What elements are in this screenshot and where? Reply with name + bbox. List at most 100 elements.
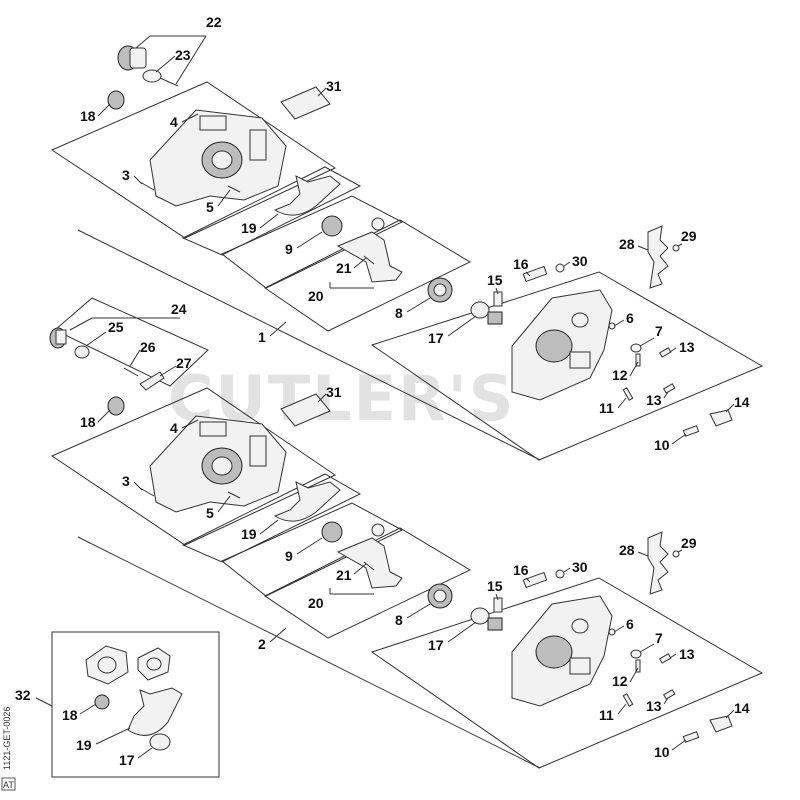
screw-part — [672, 550, 680, 558]
callout-20: 20 — [308, 595, 324, 611]
pin-part — [635, 353, 641, 367]
callout-16: 16 — [513, 256, 529, 272]
dowel-pin-part — [139, 487, 155, 497]
callout-9: 9 — [285, 548, 293, 564]
panel-crankcase-half-bottom — [50, 387, 337, 546]
callout-15: 15 — [487, 272, 503, 288]
chain-catcher-part — [647, 531, 669, 595]
callout-5: 5 — [206, 505, 214, 521]
stud-part — [493, 597, 503, 613]
group-24: 24 25 26 27 — [49, 297, 209, 391]
callout-21: 21 — [336, 567, 352, 583]
top-assembly — [50, 45, 764, 461]
callout-19: 19 — [76, 737, 92, 753]
callout-16: 16 — [513, 562, 529, 578]
bolt-part — [682, 425, 700, 437]
nut-part — [555, 569, 565, 579]
sleeve-part — [630, 343, 642, 353]
bar-stud-part — [522, 265, 548, 283]
o-ring-part — [74, 345, 90, 359]
callout-4: 4 — [170, 114, 178, 130]
callout-11: 11 — [599, 707, 614, 723]
collar-part — [487, 311, 503, 325]
crankcase-half-part — [149, 109, 287, 207]
crankshaft-part — [336, 523, 403, 589]
callout-29: 29 — [681, 535, 697, 551]
callout-2: 2 — [258, 636, 266, 652]
bottom-assembly — [50, 387, 764, 769]
decompression-valve-part — [117, 45, 179, 87]
collar-part — [487, 617, 503, 631]
callout-21: 21 — [336, 260, 352, 276]
callout-17: 17 — [428, 637, 444, 653]
crank-seal-part — [321, 521, 343, 543]
callout-4: 4 — [170, 420, 178, 436]
gasket-part — [273, 175, 341, 216]
callout-31: 31 — [326, 78, 342, 94]
callout-17: 17 — [119, 752, 135, 768]
callout-3: 3 — [122, 167, 130, 183]
panel-gasket-bottom — [181, 473, 362, 563]
bar-stud-part — [522, 571, 548, 589]
panel-crankcase-half-top — [50, 81, 337, 239]
callout-28: 28 — [619, 236, 635, 252]
fitting-part — [709, 715, 733, 733]
leader-main-top — [77, 229, 541, 461]
clip-part — [139, 371, 165, 391]
callout-15: 15 — [487, 578, 503, 594]
callout-32: 32 — [15, 687, 31, 703]
callout-25: 25 — [108, 319, 124, 335]
callout-29: 29 — [681, 228, 697, 244]
nut-part — [555, 263, 565, 273]
dowel-pin-part — [227, 491, 241, 499]
callout-18: 18 — [80, 414, 96, 430]
callout-30: 30 — [572, 253, 588, 269]
gasket-kit-box: 32 18 19 17 — [15, 631, 220, 778]
callout-31: 31 — [326, 384, 342, 400]
callout-14: 14 — [734, 394, 750, 410]
panel-crankcase-other-top — [370, 271, 764, 461]
dowel-pin-part — [227, 185, 241, 193]
bottom-callouts: 18 31 4 3 5 19 9 21 20 8 2 15 16 30 17 2… — [80, 384, 750, 760]
crankcase-gasket-part — [127, 687, 183, 736]
oil-seal-part — [94, 694, 110, 710]
chain-catcher-part — [647, 225, 669, 289]
callout-30: 30 — [572, 559, 588, 575]
washer-part — [470, 301, 490, 319]
callout-13: 13 — [679, 646, 695, 662]
spring-part — [658, 347, 672, 358]
crank-seal-part — [321, 215, 343, 237]
callout-7: 7 — [655, 630, 663, 646]
callout-28: 28 — [619, 542, 635, 558]
callout-14: 14 — [734, 700, 750, 716]
dowel-pin-part — [139, 181, 155, 191]
top-callouts: 22 23 31 18 4 3 5 19 9 21 20 8 1 15 16 3… — [80, 14, 750, 453]
pin-part — [622, 387, 634, 401]
panel-gasket-top — [181, 166, 362, 256]
sleeve-part — [630, 649, 642, 659]
leader-main-bottom — [77, 536, 541, 769]
callout-24: 24 — [171, 301, 187, 317]
callout-3: 3 — [122, 473, 130, 489]
label-card-part — [280, 86, 331, 120]
washer-part — [149, 733, 171, 751]
oil-seal-part — [107, 90, 125, 110]
bolt-part — [682, 731, 700, 743]
pin-part — [635, 659, 641, 673]
callout-19: 19 — [241, 220, 257, 236]
pin-part — [123, 367, 139, 377]
plug-part — [608, 322, 616, 330]
spring-part — [662, 689, 676, 700]
panel-crankshaft-bottom — [221, 502, 404, 597]
valve-spring-part — [49, 327, 67, 349]
panel-group-24 — [54, 297, 209, 387]
callout-7: 7 — [655, 323, 663, 339]
panel-crankcase-other-bottom — [370, 577, 764, 769]
crankshaft-part — [336, 217, 403, 283]
callout-5: 5 — [206, 199, 214, 215]
callout-9: 9 — [285, 241, 293, 257]
callout-1: 1 — [258, 329, 266, 345]
drawing-code: 1121-GET-0026 — [2, 707, 12, 770]
callout-20: 20 — [308, 288, 324, 304]
